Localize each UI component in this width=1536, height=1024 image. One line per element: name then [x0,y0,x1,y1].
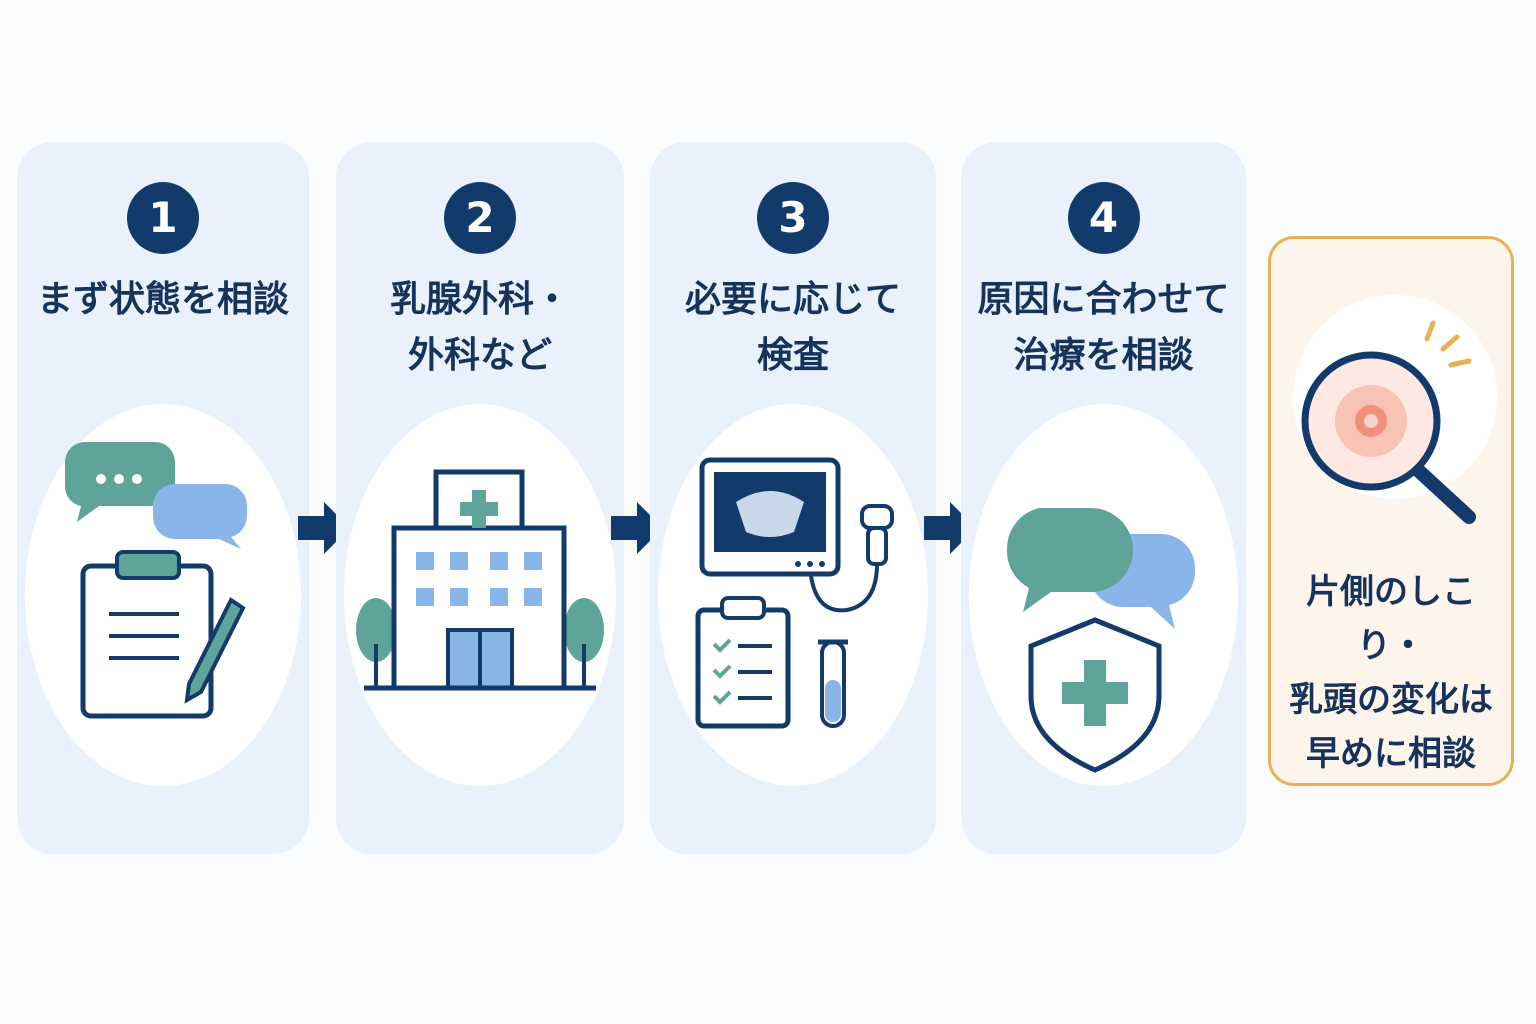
step-3-illustration [658,404,928,786]
chat-clipboard-icon [64,442,247,719]
step-3-card: 3 必要に応じて 検査 [650,142,936,854]
step-1-illustration [25,404,301,786]
step-3-title: 必要に応じて 検査 [684,279,901,376]
magnifier-icon [1301,320,1476,524]
ultrasound-icon [695,457,894,729]
step-2-card: 2 乳腺外科・ 外科など [336,142,624,854]
step-3-number: 3 [757,182,829,254]
step-4-card: 4 原因に合わせて 治療を相談 [961,142,1246,854]
step-4-illustration [969,404,1238,786]
step-1-number: 1 [127,182,199,254]
tip-card: 片側のしこり・ 乳頭の変化は 早めに相談 [1268,236,1514,786]
step-2-illustration [344,404,616,786]
shield-chat-icon [1006,508,1195,773]
step-1-card: 1 まず状態を相談 [17,142,309,854]
step-1-title: まず状態を相談 [36,279,289,320]
step-4-title: 原因に合わせて 治療を相談 [977,279,1230,376]
step-2-number: 2 [444,182,516,254]
step-2-title: 乳腺外科・ 外科など [389,279,570,376]
hospital-icon [356,469,604,691]
step-4-number: 4 [1067,182,1140,254]
tip-message: 片側のしこり・ 乳頭の変化は 早めに相談 [1289,572,1493,774]
